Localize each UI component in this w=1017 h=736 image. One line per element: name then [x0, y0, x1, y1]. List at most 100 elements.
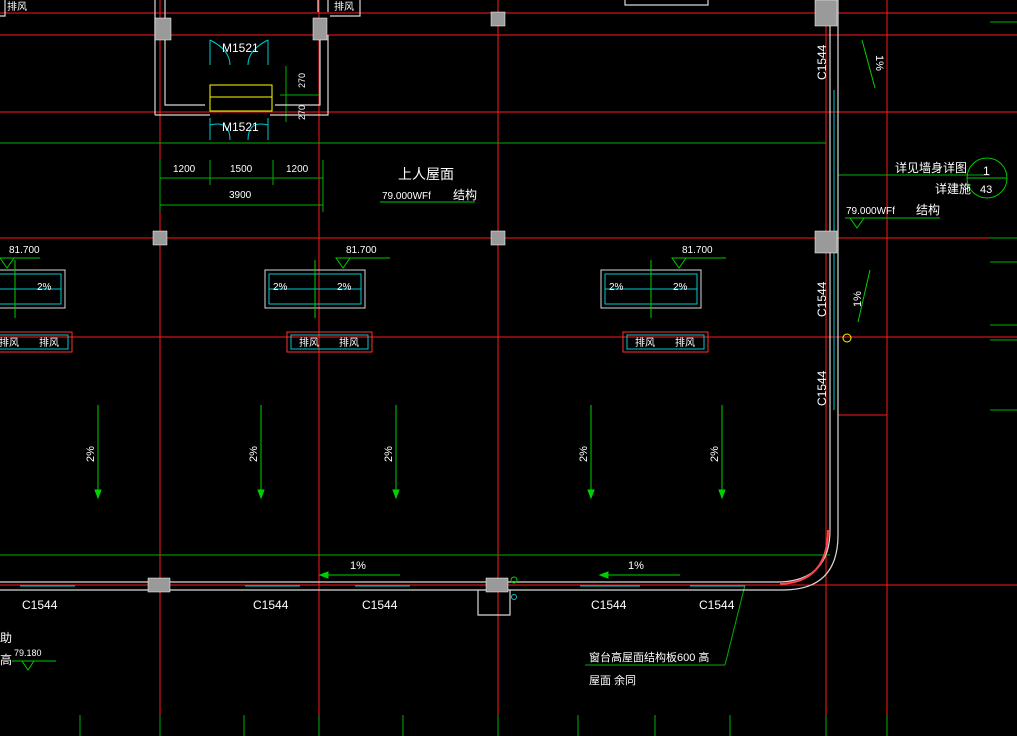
- elevation-b: 81.700: [346, 245, 377, 256]
- slope-label-1pct: 1%: [873, 55, 885, 71]
- window-label: C1544: [699, 598, 735, 612]
- outer-red-outline: [838, 0, 888, 416]
- slope-label-2pct: 2%: [383, 446, 395, 462]
- column: [312, 17, 328, 41]
- elevation-bottom-left: 79.180: [14, 648, 42, 658]
- text-labels: M1521 M1521 1200 1500 1200 3900 270 270 …: [0, 0, 992, 687]
- exhaust-grille: [626, 334, 705, 350]
- column: [147, 577, 171, 593]
- window-label-vertical: C1544: [815, 370, 829, 406]
- exhaust-vent: 排风 排风: [622, 331, 709, 353]
- window-label: C1544: [253, 598, 289, 612]
- parapet-walls: [0, 0, 839, 616]
- slope-label-1pct: 1%: [852, 291, 864, 307]
- drain-arrow-head: [257, 489, 265, 500]
- wall-fragment: [624, 0, 709, 6]
- door-swing: [209, 123, 269, 141]
- column: [814, 0, 838, 27]
- column: [485, 577, 509, 593]
- right-structure: 结构: [916, 202, 940, 217]
- columns: [147, 0, 838, 593]
- exhaust-frame: [0, 331, 73, 353]
- vent-slope-label: 2%: [37, 282, 52, 293]
- slope-label-1pct: 1%: [350, 560, 366, 572]
- slope-label-2pct: 2%: [248, 446, 260, 462]
- exhaust-frame: [622, 331, 709, 353]
- detail-sheet: 43: [980, 184, 992, 196]
- drain-arrow-head: [318, 571, 329, 579]
- elev-triangle: [0, 257, 15, 269]
- drain-arrow: [861, 39, 876, 89]
- exhaust-label: 排风: [675, 336, 695, 349]
- drain-arrow-head: [94, 489, 102, 500]
- dim-mid: 1500: [230, 164, 253, 175]
- glazing: [20, 39, 835, 587]
- drain-arrow: [857, 269, 871, 323]
- exhaust-label: 排风: [339, 336, 359, 349]
- roof-structure: 结构: [453, 187, 477, 202]
- dim-vertical-1: 270: [297, 73, 307, 88]
- vent-slope-label: 2%: [673, 282, 688, 293]
- drain-arrow-head: [392, 489, 400, 500]
- vent-slope-label: 2%: [273, 282, 288, 293]
- column: [490, 11, 506, 27]
- exhaust-label: 排风: [635, 336, 655, 349]
- exhaust-label: 排风: [0, 336, 19, 349]
- dim-left: 1200: [173, 164, 196, 175]
- slope-arrows: [94, 39, 876, 579]
- vent-unit: 2%2%排风排风: [600, 260, 709, 353]
- detail-note: 详见墙身详图: [895, 160, 967, 175]
- wall-fragment: [317, 0, 361, 17]
- wall-fragment: [477, 590, 511, 616]
- column: [154, 17, 172, 41]
- drain-arrow-head: [598, 571, 609, 579]
- window-label-vertical: C1544: [815, 281, 829, 317]
- vent-unit: 2% 2% 排风 排风: [264, 260, 373, 353]
- corner-flashing: [779, 529, 829, 585]
- exhaust-label: 排风: [39, 336, 59, 349]
- detail-note-2: 详建施: [935, 181, 971, 196]
- elev-triangle: [21, 660, 35, 671]
- column: [490, 230, 506, 246]
- vent-slope-label: 2%: [337, 282, 352, 293]
- elevation-a: 81.700: [9, 245, 40, 256]
- elevation-markers: [0, 157, 1008, 671]
- parapet-outer: [0, 0, 839, 591]
- slope-label-2pct: 2%: [709, 446, 721, 462]
- drain-symbol: [511, 594, 517, 600]
- elev-triangle: [671, 257, 687, 269]
- note-line-2: 屋面 余同: [589, 673, 636, 687]
- vent-label-top-left: 排风: [7, 0, 27, 13]
- note-line-1: 窗台高屋面结构板600 高: [589, 650, 709, 664]
- right-elevation: 79.000WFf: [846, 206, 895, 217]
- window-label: C1544: [362, 598, 398, 612]
- elev-triangle: [335, 257, 351, 269]
- slope-label-2pct: 2%: [85, 446, 97, 462]
- left-text-fragment: 高: [0, 652, 12, 667]
- window-label: C1544: [591, 598, 627, 612]
- exhaust-grille: [290, 334, 369, 350]
- note-leader: [724, 584, 746, 666]
- dim-vertical-2: 270: [297, 105, 307, 120]
- slope-label-2pct: 2%: [578, 446, 590, 462]
- wall-fragment: [0, 0, 6, 17]
- slope-label-1pct: 1%: [628, 560, 644, 572]
- elev-triangle: [849, 217, 865, 229]
- exhaust-frame: [286, 331, 373, 353]
- drain-arrow-head: [718, 489, 726, 500]
- exhaust-label: 排风: [299, 336, 319, 349]
- detail-number: 1: [983, 164, 990, 178]
- dim-total: 3900: [229, 190, 252, 201]
- door-label-bottom: M1521: [222, 120, 259, 134]
- green-lines: [0, 21, 1017, 736]
- drain-arrow-head: [587, 489, 595, 500]
- stair-landing: [209, 84, 273, 112]
- drain-symbol: [842, 333, 852, 343]
- elevation-c: 81.700: [682, 245, 713, 256]
- exhaust-grille: [0, 334, 69, 350]
- stair-wall: [154, 0, 329, 116]
- drain-symbol: [510, 576, 518, 584]
- door-label-top: M1521: [222, 41, 259, 55]
